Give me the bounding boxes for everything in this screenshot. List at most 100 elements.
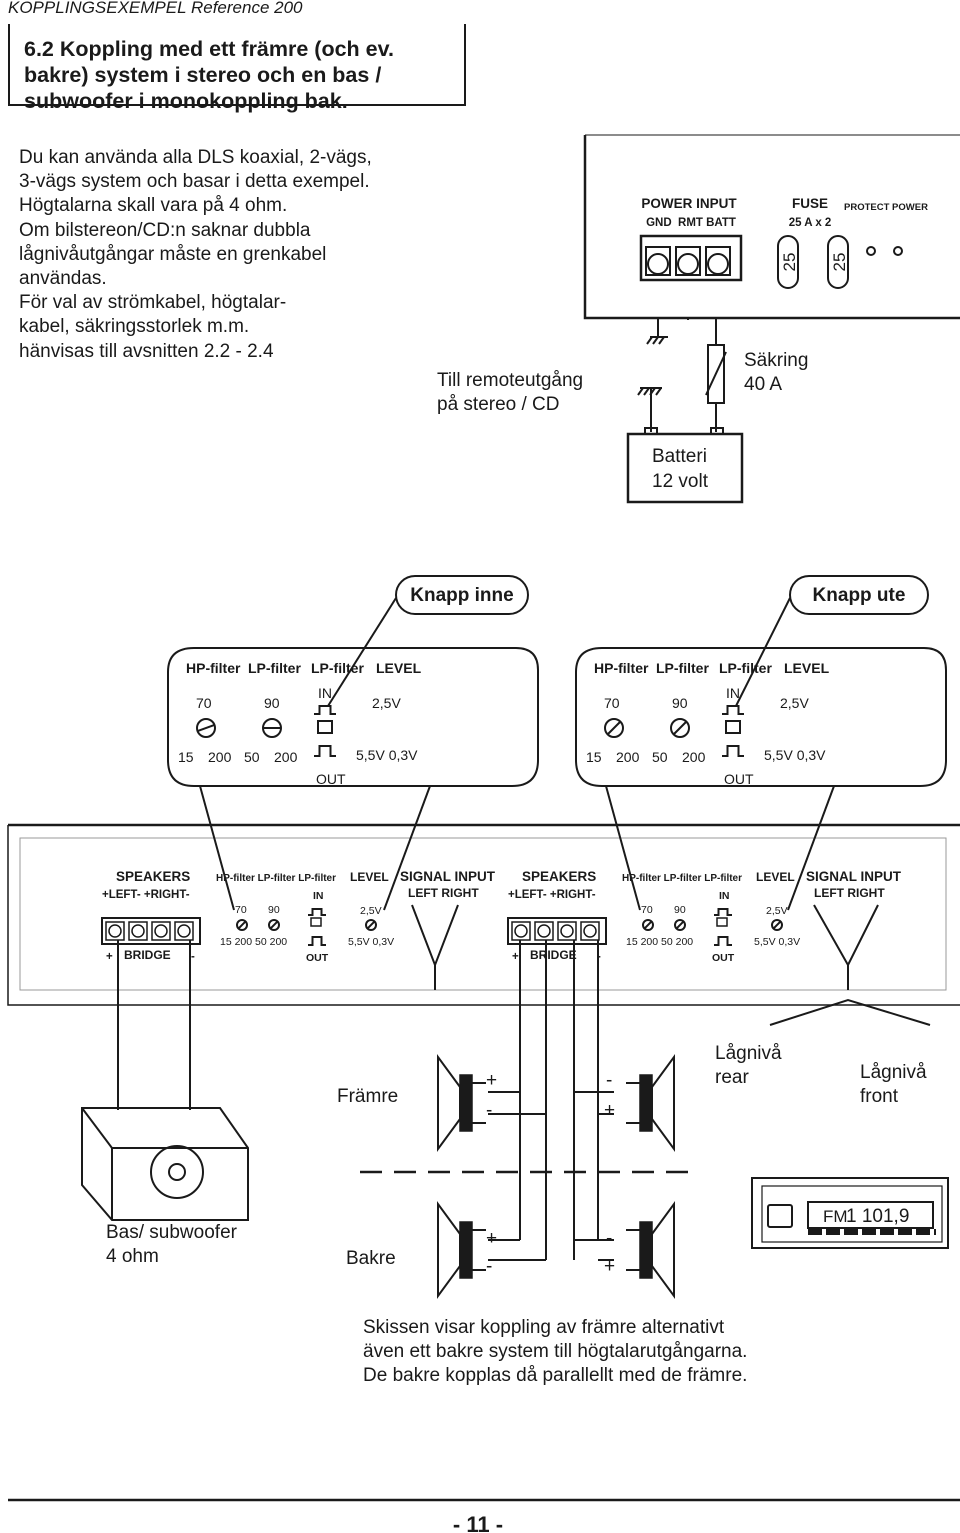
- in-label: IN: [719, 890, 730, 902]
- speaker-magnet: [459, 1074, 473, 1132]
- signal-input-label: SIGNAL INPUT: [806, 869, 902, 884]
- low-level-front-label: Lågnivå: [860, 1062, 927, 1083]
- lr-input-label: LEFT RIGHT: [814, 886, 885, 900]
- switch-symbol: [722, 745, 744, 757]
- intro-line: För val av strömkabel, högtalar-: [19, 292, 287, 314]
- caption-line: De bakre kopplas då parallellt med de fr…: [363, 1365, 747, 1386]
- out-label: OUT: [712, 952, 735, 964]
- speaker-magnet: [459, 1221, 473, 1279]
- intro-line: kabel, säkringsstorlek m.m.: [19, 316, 250, 338]
- fuse-rating: 25 A x 2: [789, 217, 832, 229]
- title-line: subwoofer i monokoppling bak.: [24, 89, 348, 113]
- protect-led: [866, 246, 876, 256]
- freq-label: 70: [641, 904, 653, 916]
- bridge-label: BRIDGE: [124, 948, 171, 962]
- intro-line: Högtalarna skall vara på 4 ohm.: [19, 195, 288, 217]
- level-header: LEVEL: [376, 660, 422, 676]
- speaker-magnet: [639, 1074, 653, 1132]
- hp-filter-knob: [604, 718, 624, 738]
- speaker-wiring: [117, 904, 931, 1261]
- hp-filter-knob-pointer: [237, 920, 247, 930]
- level-bottom-label: 5,5V 0,3V: [764, 747, 826, 763]
- lp-filter-knob-pointer: [672, 720, 688, 736]
- speaker-magnet: [639, 1221, 653, 1279]
- hp-freq-label: 70: [196, 695, 212, 711]
- terminal-screw: [131, 924, 145, 938]
- panel-outline: [167, 647, 539, 787]
- freq-label: 200: [274, 749, 298, 765]
- level-top-label: 2,5V: [360, 905, 382, 917]
- terminal: [128, 921, 148, 941]
- terminal-screw: [560, 924, 574, 938]
- panel-outline: [575, 647, 947, 787]
- polarity-plus: +: [486, 1228, 497, 1249]
- switch-button: [310, 917, 322, 927]
- filters-label: HP-filter LP-filter LP-filter: [216, 873, 336, 884]
- title-line: bakre) system i stereo och en bas /: [24, 63, 382, 87]
- speaker-cone: [437, 1053, 461, 1153]
- speaker-rear-right: [626, 1200, 675, 1300]
- freq-label: 90: [674, 904, 686, 916]
- switch-button: [716, 917, 728, 927]
- polarity-minus: -: [486, 1256, 492, 1277]
- switch-symbol: [308, 908, 326, 916]
- sub-label: Bas/ subwoofer: [106, 1222, 238, 1243]
- freq-bottom-label: 15 200 50 200: [626, 936, 693, 948]
- level-knob: [771, 919, 783, 931]
- switch-symbol: [314, 705, 336, 715]
- freq-label: 90: [268, 904, 280, 916]
- remote-label: Till remoteutgång: [437, 370, 583, 391]
- hp-filter-knob-pointer: [643, 920, 653, 930]
- lp-filter-knob-pointer: [269, 920, 279, 930]
- freq-label: 70: [235, 904, 247, 916]
- bridge-label: BRIDGE: [530, 948, 577, 962]
- amp-channel-a: SPEAKERS+LEFT- +RIGHT-+BRIDGE-HP-filter …: [101, 869, 496, 964]
- section-title: 6.2 Koppling med ett främre (och ev. bak…: [8, 24, 466, 113]
- radio-frequency: 1 101,9: [846, 1206, 909, 1227]
- out-label: OUT: [306, 952, 329, 964]
- battery-label: Batteri: [652, 446, 707, 467]
- speakers-label: SPEAKERS: [522, 869, 596, 884]
- polarity-plus: +: [604, 1100, 615, 1121]
- polarity-minus: -: [606, 1070, 612, 1091]
- amp-channel-b: SPEAKERS+LEFT- +RIGHT-+BRIDGE-HP-filter …: [507, 869, 902, 964]
- power-input-label: POWER INPUT: [641, 196, 737, 211]
- freq-label: 50: [244, 749, 260, 765]
- lp-switch-button: [725, 720, 741, 734]
- level-knob-pointer: [772, 920, 782, 930]
- lp-freq-label: 90: [672, 695, 688, 711]
- speaker-cone: [651, 1200, 675, 1300]
- speaker-terminals: [626, 1082, 640, 1124]
- intro-line: Du kan använda alla DLS koaxial, 2-vägs,: [19, 147, 372, 168]
- speaker-front-right: [626, 1053, 675, 1153]
- level-bottom-label: 5,5V 0,3V: [356, 747, 418, 763]
- polarity-plus: +: [486, 1070, 497, 1091]
- terminal: [557, 921, 577, 941]
- terminal: [174, 921, 194, 941]
- bridge-minus: -: [191, 951, 195, 963]
- speaker-cone: [651, 1053, 675, 1153]
- caption-line: Skissen visar koppling av främre alterna…: [363, 1317, 725, 1338]
- protect-power-label: PROTECT POWER: [844, 202, 928, 213]
- title-line: 6.2 Koppling med ett främre (och ev.: [24, 37, 394, 61]
- lp-filter-header: LP-filter: [311, 660, 364, 676]
- terminal: [151, 921, 171, 941]
- page-number: - 11 -: [453, 1512, 503, 1533]
- level-top-label: 2,5V: [372, 695, 401, 711]
- terminal: [534, 921, 554, 941]
- out-label: OUT: [724, 771, 754, 787]
- lp-filter-knob-pointer: [675, 920, 685, 930]
- in-label: IN: [313, 890, 324, 902]
- speaker-rear-left: [437, 1200, 486, 1300]
- intro-line: Om bilstereon/CD:n saknar dubbla: [19, 219, 311, 241]
- callout-knapp-ute: [789, 575, 929, 615]
- fuse-2-value: 25: [830, 253, 849, 272]
- hp-filter-knob-pointer: [197, 723, 215, 733]
- freq-bottom-label: 15 200 50 200: [220, 936, 287, 948]
- low-level-front-label: front: [860, 1086, 899, 1107]
- terminal-labels: GND RMT BATT: [646, 217, 736, 229]
- power-wiring: [626, 318, 744, 504]
- intro-line: lågnivåutgångar måste en grenkabel: [19, 243, 327, 265]
- terminal-screw: [154, 924, 168, 938]
